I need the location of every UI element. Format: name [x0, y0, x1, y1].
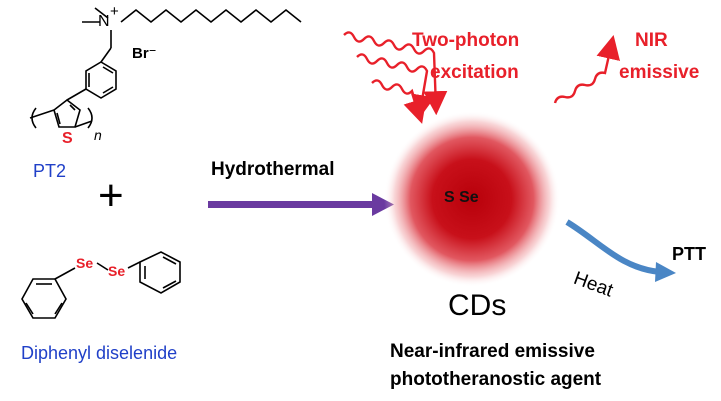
ph-se-bond-right [127, 261, 141, 269]
product-name: CDs [448, 289, 507, 322]
product-description-line1: Near-infrared emissive [390, 341, 595, 362]
backbone-left [29, 109, 55, 119]
pt2-label: PT2 [33, 161, 67, 181]
phenyl-ring-left [21, 278, 67, 319]
pt2-sulfur-atom: S [62, 130, 73, 147]
wave-arrow-1 [343, 31, 448, 116]
se-se-bond [96, 262, 109, 271]
product-description-line2: phototheranostic agent [390, 369, 602, 390]
emission-label-line2: emissive [619, 62, 700, 83]
wave-arrow-3 [371, 79, 427, 124]
excitation-wave-arrows [343, 31, 448, 124]
carbon-dot [384, 111, 560, 287]
diselenide-label: Diphenyl diselenide [21, 343, 178, 363]
carbon-dot-label: S Se [444, 189, 479, 206]
phenyl-ring-right [139, 251, 181, 294]
alkyl-chain [120, 8, 302, 24]
emission-label-line1: NIR [635, 30, 668, 51]
emission-wave-arrow [553, 34, 621, 104]
excitation-label-line1: Two-photon [412, 30, 520, 51]
heat-arrow [565, 219, 676, 282]
se-atom-2: Se [108, 263, 126, 279]
backbone-right [74, 120, 93, 128]
se-atom-1: Se [76, 255, 94, 271]
pt2-cation-charge: + [110, 3, 119, 20]
ch2-ring-bond [100, 47, 112, 63]
thiophene-ring [53, 98, 81, 128]
pt2-structure [29, 7, 302, 129]
hydrothermal-label: Hydrothermal [211, 159, 335, 180]
pt2-counter-ion: Br⁻ [132, 45, 157, 62]
ptt-label: PTT [672, 244, 706, 264]
pt2-repeat-subscript: n [94, 127, 102, 143]
methyl-bond-1 [94, 7, 109, 19]
repeat-bracket-right [87, 107, 93, 129]
wave-arrow-2 [356, 53, 435, 120]
aryl-thiophene-bond [66, 88, 87, 101]
repeat-bracket-left [31, 107, 37, 129]
diselenide-structure [21, 251, 181, 319]
ph-se-bond-left [54, 267, 76, 280]
excitation-label-line2: excitation [430, 62, 519, 83]
pt2-nitrogen-label: N [98, 13, 110, 30]
plus-sign: + [98, 171, 124, 220]
benzene-ring [85, 61, 117, 99]
hydrothermal-arrow [208, 193, 394, 216]
